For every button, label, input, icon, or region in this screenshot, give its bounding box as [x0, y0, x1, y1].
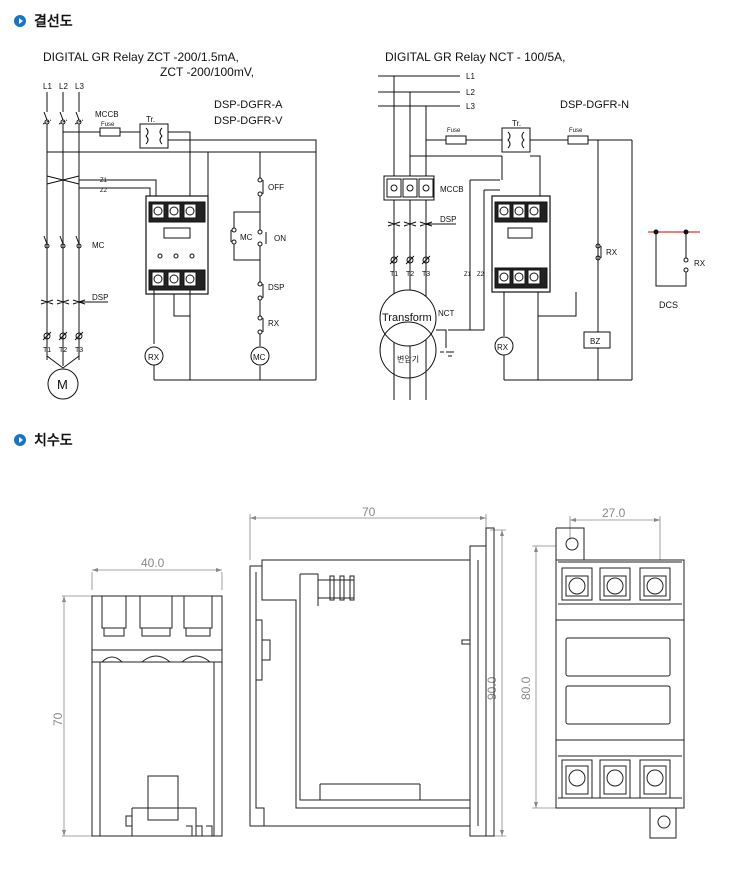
rear-width-dim: 27.0: [602, 506, 626, 520]
section-header-dimension: 치수도: [14, 430, 73, 450]
right-tr-label: Tr.: [512, 119, 521, 128]
wiring-diagram: DIGITAL GR Relay ZCT -200/1.5mA, ZCT -20…: [40, 50, 706, 400]
left-on-label: ON: [274, 234, 286, 243]
left-dsp-contact: DSP: [268, 283, 284, 292]
section-title-dimension: 치수도: [34, 433, 73, 449]
left-model-a: DSP-DGFR-A: [214, 99, 283, 111]
right-z1: Z1: [464, 272, 472, 278]
right-rx-coil: RX: [497, 343, 509, 352]
right-l3: L3: [466, 102, 475, 111]
left-wiring-diagram: DIGITAL GR Relay ZCT -200/1.5mA, ZCT -20…: [40, 50, 317, 400]
right-l1: L1: [466, 72, 475, 81]
right-t1: T1: [390, 271, 398, 278]
left-tr-label: Tr.: [146, 115, 155, 124]
front-height-dim: 70: [51, 712, 65, 726]
side-view: 70 90.0: [249, 505, 506, 837]
right-dcs-rx: RX: [694, 259, 706, 268]
right-bz-label: BZ: [590, 337, 600, 346]
right-t3: T3: [422, 271, 430, 278]
bullet-icon: [14, 434, 26, 446]
left-off-label: OFF: [268, 183, 284, 192]
right-rx-contact: RX: [606, 248, 618, 257]
right-fuse1: Fuse: [447, 128, 461, 134]
section-title-wiring: 결선도: [34, 14, 73, 30]
left-mc-label: MC: [92, 241, 105, 250]
left-mccb-label: MCCB: [95, 110, 119, 119]
side-height-dim: 90.0: [485, 676, 499, 700]
right-transform-label: Transform: [382, 312, 432, 324]
front-width-dim: 40.0: [141, 556, 165, 570]
left-l1: L1: [43, 82, 52, 91]
left-l2: L2: [59, 82, 68, 91]
front-view: 40.0 70: [51, 556, 223, 837]
right-title: DIGITAL GR Relay NCT - 100/5A,: [385, 50, 566, 64]
right-nct-label: NCT: [438, 309, 455, 318]
right-t2: T2: [406, 271, 414, 278]
left-mc-contact: MC: [240, 233, 253, 242]
left-z2: Z2: [100, 188, 108, 194]
bullet-icon: [14, 15, 26, 27]
left-rx-contact: RX: [268, 319, 280, 328]
left-z1: Z1: [100, 178, 108, 184]
left-title-line2: ZCT -200/100mV,: [160, 65, 254, 79]
left-fuse-label: Fuse: [101, 122, 115, 128]
left-mc-coil: MC: [253, 353, 266, 362]
left-t3: T3: [75, 347, 83, 354]
left-t2: T2: [59, 347, 67, 354]
left-rx-coil: RX: [148, 353, 160, 362]
right-mccb-label: MCCB: [440, 185, 464, 194]
right-dcs-label: DCS: [659, 300, 678, 310]
side-width-dim: 70: [362, 505, 376, 519]
right-fuse2: Fuse: [569, 128, 583, 134]
left-title-line1: DIGITAL GR Relay ZCT -200/1.5mA,: [43, 50, 239, 64]
right-l2: L2: [466, 88, 475, 97]
left-motor-label: M: [57, 377, 68, 392]
left-l3: L3: [75, 82, 84, 91]
rear-view: 27.0 80.0: [519, 506, 685, 839]
left-t1: T1: [43, 347, 51, 354]
right-transformer-kr: 변압기: [397, 354, 419, 364]
right-model-n: DSP-DGFR-N: [560, 99, 629, 111]
left-model-v: DSP-DGFR-V: [214, 115, 283, 127]
rear-height-dim: 80.0: [519, 676, 533, 700]
right-wiring-diagram: DIGITAL GR Relay NCT - 100/5A, DSP-DGFR-…: [378, 50, 706, 400]
right-dsp-label: DSP: [440, 215, 456, 224]
left-dsp-label: DSP: [92, 293, 108, 302]
section-header-wiring: 결선도: [14, 11, 73, 31]
right-z2: Z2: [477, 272, 485, 278]
